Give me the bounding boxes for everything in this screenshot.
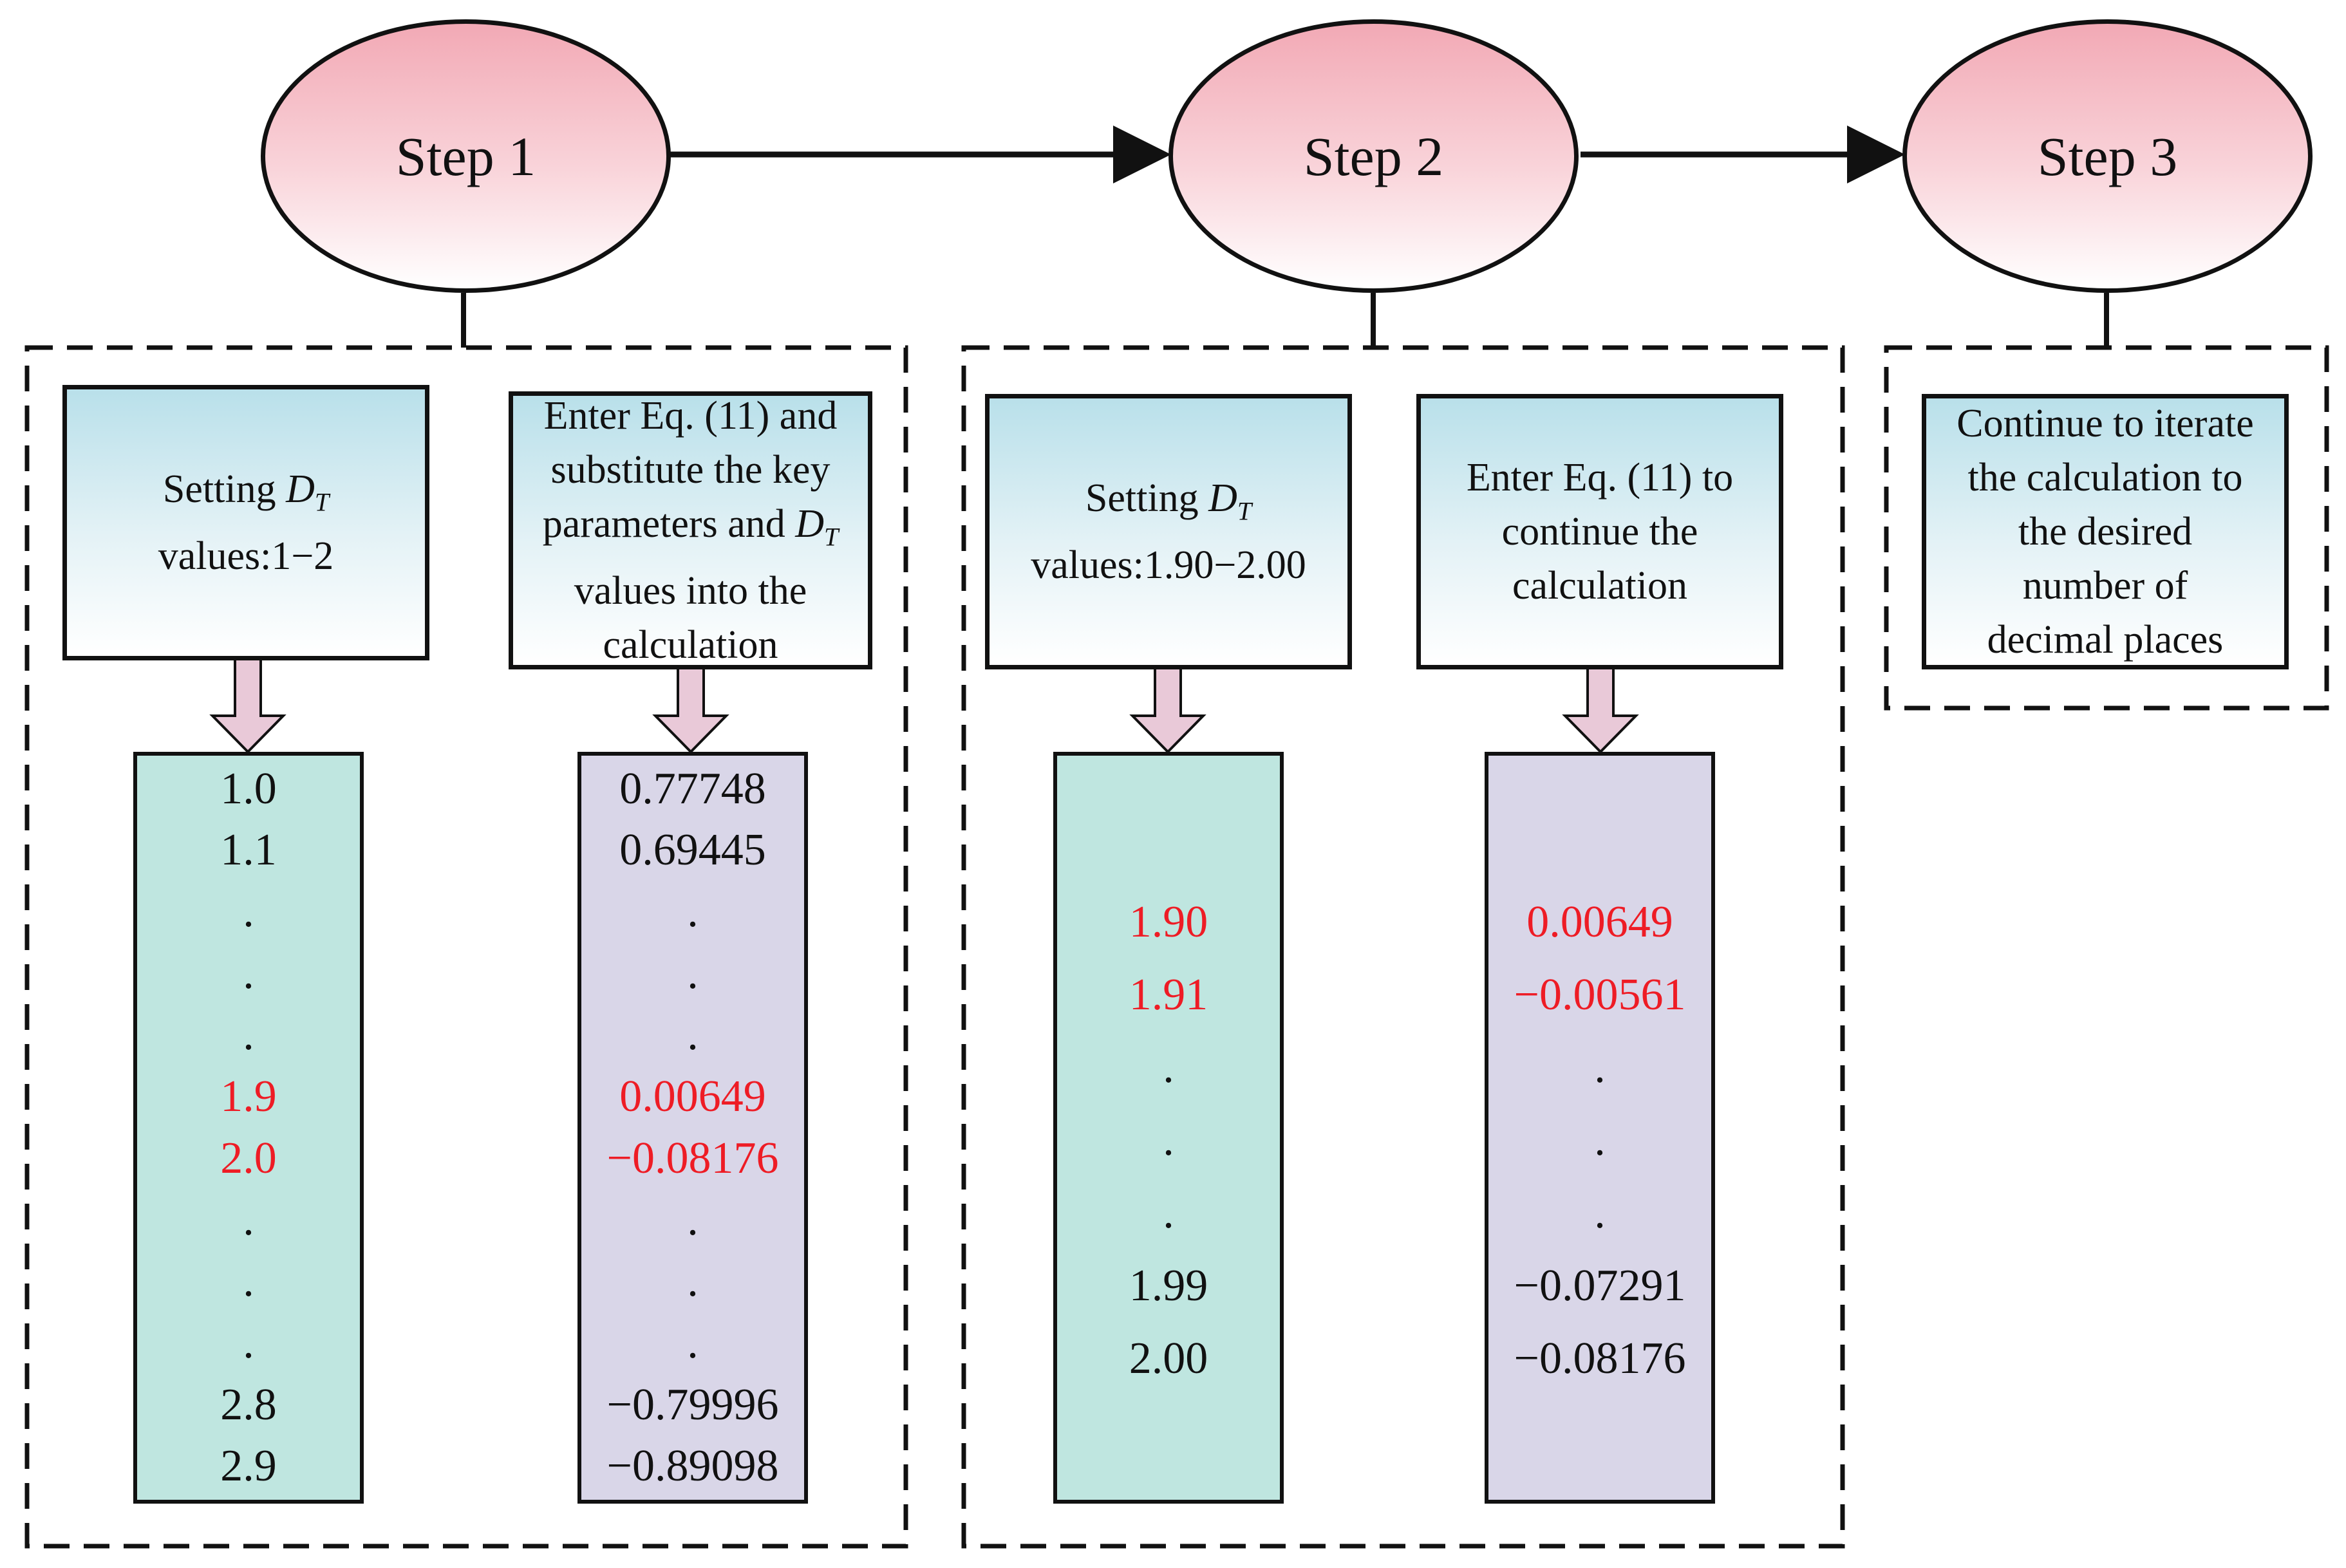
step1-result-value-3: . (687, 948, 699, 998)
down-arrow-step2-setting (1129, 666, 1206, 754)
step1-dt-value-6: 2.0 (220, 1133, 277, 1183)
step1-result-values-column: 0.77748 0.69445... 0.00649 −0.08176... −0.79… (577, 752, 808, 1504)
step2-dt-value-5: 1.99 (1129, 1261, 1208, 1311)
step2-dt-value-6: 2.00 (1129, 1334, 1208, 1383)
step2-setting-box: Setting DT values:1.90−2.00 (985, 394, 1352, 669)
step2-result-value-3: . (1594, 1115, 1606, 1165)
step-2-node: Step 2 (1168, 19, 1579, 293)
step2-result-value-5: −0.07291 (1514, 1261, 1686, 1311)
step1-result-value-4: . (687, 1010, 699, 1060)
step2-result-value-2: . (1594, 1043, 1606, 1092)
step1-calc-box: Enter Eq. (11) and substitute the key pa… (509, 391, 872, 669)
step-1-node: Step 1 (261, 19, 671, 293)
step-2-label: Step 2 (1303, 125, 1444, 187)
step2-dt-values-column: 1.90 1.91... 1.99 2.00 (1053, 752, 1284, 1504)
step1-result-value-2: . (687, 887, 699, 937)
step1-dt-value-10: 2.8 (220, 1379, 277, 1430)
step2-dt-value-0: 1.90 (1129, 897, 1208, 947)
step1-result-value-8: . (687, 1256, 699, 1307)
step2-result-value-6: −0.08176 (1514, 1334, 1686, 1383)
step1-setting-box: Setting DT values:1−2 (62, 385, 429, 660)
step1-dt-value-8: . (243, 1256, 254, 1307)
step1-dt-value-5: 1.9 (220, 1072, 277, 1122)
step-3-node: Step 3 (1902, 19, 2313, 293)
step1-calc-text: Enter Eq. (11) and substitute the key pa… (542, 393, 839, 667)
step1-result-value-0: 0.77748 (619, 763, 766, 814)
step1-dt-value-7: . (243, 1195, 254, 1245)
step1-dt-value-0: 1.0 (220, 763, 277, 814)
step1-dt-value-3: . (243, 948, 254, 998)
down-arrow-step1-setting (209, 657, 286, 754)
step2-result-values-column: 0.00649 −0.00561... −0.07291 −0.08176 (1485, 752, 1715, 1504)
step2-calc-text: Enter Eq. (11) to continue the calculati… (1466, 456, 1734, 608)
step1-result-value-6: −0.08176 (606, 1133, 779, 1183)
group-step2 (961, 345, 1845, 1549)
group-step3 (1884, 345, 2329, 711)
group-step1 (24, 345, 908, 1549)
down-arrow-step1-calc (652, 666, 729, 754)
step3-iterate-box: Continue to iterate the calculation to t… (1922, 394, 2289, 669)
step2-dt-value-4: . (1163, 1188, 1174, 1238)
step1-dt-value-1: 1.1 (220, 825, 277, 875)
step1-result-value-1: 0.69445 (619, 825, 766, 875)
step1-setting-text: Setting DT values:1−2 (158, 467, 334, 579)
step2-dt-value-3: . (1163, 1115, 1174, 1165)
step2-calc-box: Enter Eq. (11) to continue the calculati… (1416, 394, 1783, 669)
step2-dt-value-1: 1.91 (1129, 970, 1208, 1020)
down-arrow-step2-calc (1562, 666, 1639, 754)
step1-result-value-7: . (687, 1195, 699, 1245)
step2-result-value-0: 0.00649 (1526, 897, 1673, 947)
step1-result-value-9: . (687, 1318, 699, 1368)
step-1-label: Step 1 (395, 125, 536, 187)
step1-dt-values-column: 1.0 1.1... 1.9 2.0... 2.8 2.9 (133, 752, 364, 1504)
step1-result-value-11: −0.89098 (606, 1441, 779, 1491)
step1-dt-value-11: 2.9 (220, 1441, 277, 1491)
step1-dt-value-4: . (243, 1010, 254, 1060)
step2-setting-text: Setting DT values:1.90−2.00 (1031, 476, 1306, 588)
step1-dt-value-9: . (243, 1318, 254, 1368)
step-3-label: Step 3 (2037, 125, 2178, 187)
step2-result-value-4: . (1594, 1188, 1606, 1238)
step3-iterate-text: Continue to iterate the calculation to t… (1957, 402, 2254, 662)
step1-dt-value-2: . (243, 887, 254, 937)
step1-result-value-10: −0.79996 (606, 1379, 779, 1430)
step2-dt-value-2: . (1163, 1043, 1174, 1092)
step2-result-value-1: −0.00561 (1514, 970, 1686, 1020)
step1-result-value-5: 0.00649 (619, 1072, 766, 1122)
